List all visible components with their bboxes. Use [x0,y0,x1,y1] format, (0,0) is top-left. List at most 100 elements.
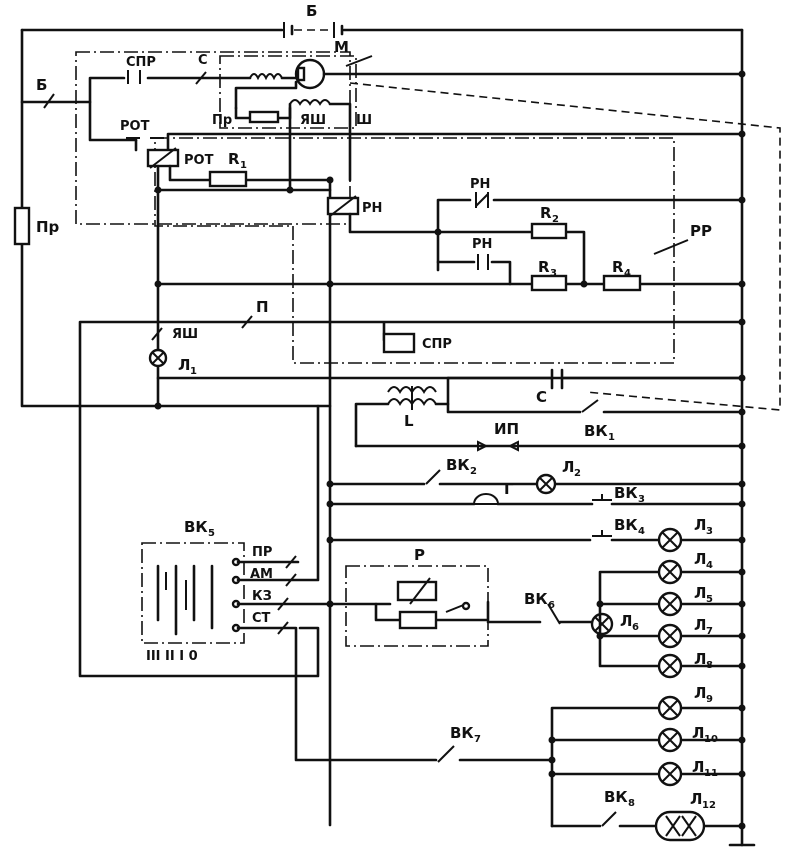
resistor-r3 [530,274,568,292]
l7-sub: 7 [706,626,713,637]
l1-sub: 1 [190,366,197,377]
l2-label: Л [562,458,574,476]
resistor-r1 [208,170,248,188]
motor-enclosure [219,55,357,129]
vk2-switch [425,469,441,485]
relay-p-label: Р [414,546,425,564]
vk8-switch [601,811,617,827]
vk5-label: ВК [184,518,208,536]
l3-label: Л [694,516,706,534]
lamp-l7-icon [657,623,683,649]
yash-top-label: ЯШ [300,113,326,128]
fuse-left-label: Пр [36,218,60,236]
vk3-sub: 3 [638,494,645,505]
lamp-l4-icon [657,559,683,585]
fuse-left [13,206,31,246]
rr-label: РР [690,222,712,240]
pr-small-label: Пр [212,113,232,128]
lamp-l5-icon [657,591,683,617]
motor-label: М [334,38,349,56]
vk5-switch-contacts [156,564,214,636]
vk8-sub: 8 [628,798,635,809]
rn-contact-1 [475,192,489,208]
rn-contact1-label: РН [470,177,490,192]
r1-label: R [228,150,240,168]
pos-am-label: АМ [250,567,273,582]
battery-left-label: Б [36,76,47,94]
l5-sub: 5 [706,594,713,605]
vk8-label: ВК [604,788,628,806]
lamp-l12-icon [654,810,706,842]
vk7-switch [437,745,455,763]
pos-st-label: СТ [252,611,271,626]
shunt-winding [289,99,331,106]
motor-winding [249,73,283,81]
vk6-sub: 6 [548,600,555,611]
r3-label: R [538,258,550,276]
vk5-terminals [231,557,241,633]
spr-coil-label: СПР [422,337,452,352]
g-label: Г [504,480,514,498]
vk4-label: ВК [614,516,638,534]
vk3-label: ВК [614,484,638,502]
lamp-l8-icon [657,653,683,679]
mechanical-link-dashed [349,82,781,411]
rn-contact-2 [477,254,489,270]
l7-label: Л [694,616,706,634]
l9-label: Л [694,684,706,702]
vk7-sub: 7 [474,734,481,745]
r4-label: R [612,258,624,276]
resistor-r2 [530,222,568,240]
l3-sub: 3 [706,526,713,537]
capacitor-c-label: С [536,388,547,406]
regulator-relay-enclosure [154,137,675,364]
lamp-l11-icon [657,761,683,787]
l6-label: Л [620,612,632,630]
battery [283,22,344,38]
r4-sub: 4 [624,268,631,279]
spr-top-label: СПР [126,55,156,70]
vk7-label: ВК [450,724,474,742]
pos-pr-label: ПР [252,545,272,560]
l11-sub: 11 [704,768,718,779]
l10-label: Л [692,724,704,742]
r2-label: R [540,204,552,222]
relay-p-coil [396,580,438,602]
l10-sub: 10 [704,734,718,745]
vk2-label: ВК [446,456,470,474]
relay-internal-wire [88,76,252,142]
rot-contact-label: РОТ [120,119,150,134]
inductor-l-label: L [404,412,414,430]
vk6-switch [547,603,561,625]
vk5-sub: 5 [208,528,215,539]
rot-coil-label: РОТ [184,153,214,168]
fuse-small [248,110,280,124]
vk4-button [592,530,612,537]
vk3-button [592,494,612,501]
r3-sub: 3 [550,268,557,279]
rn-contact2-label: РН [472,237,492,252]
left-feeder-wire [20,28,332,408]
p-line-label: П [256,298,269,316]
pos-kz-label: КЗ [252,589,272,604]
l5-label: Л [694,584,706,602]
l11-label: Л [692,758,704,776]
l9-sub: 9 [706,694,713,705]
l4-sub: 4 [706,560,713,571]
vk1-label: ВК [584,422,608,440]
c-top-label: С [198,53,208,68]
r2-sub: 2 [552,214,559,225]
switch-vk5-enclosure [141,542,245,644]
vk6-label: ВК [524,590,548,608]
l4-label: Л [694,550,706,568]
battery-label: Б [306,2,317,20]
horn-g-icon [472,493,500,505]
vk2-sub: 2 [470,466,477,477]
ip-label: ИП [494,420,519,438]
l12-label: Л [690,790,702,808]
lamp-l3-icon [657,527,683,553]
sh-label: Ш [356,113,372,128]
vk1-sub: 1 [608,432,615,443]
lamp-l9-icon [657,695,683,721]
